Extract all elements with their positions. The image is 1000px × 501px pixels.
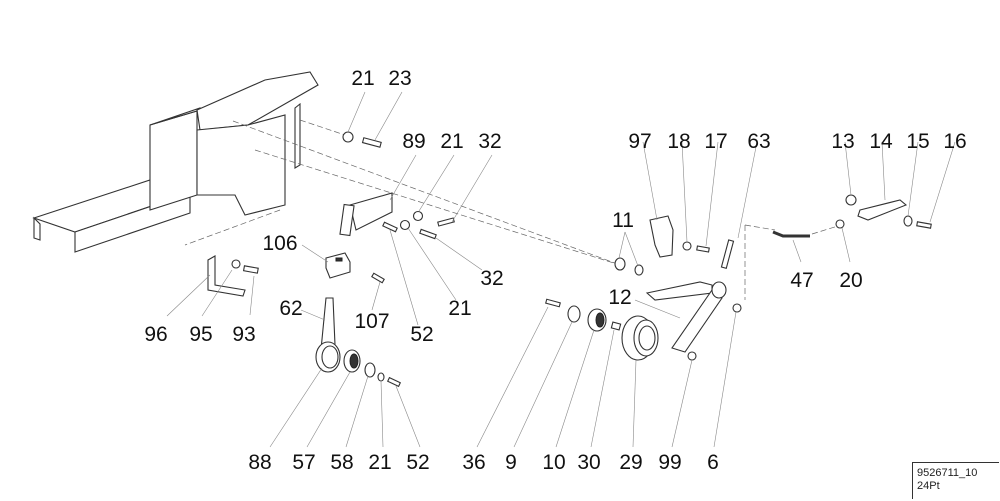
callout-c-88: 88 bbox=[248, 451, 272, 474]
pin-107 bbox=[371, 272, 385, 284]
callout-c-107: 107 bbox=[354, 310, 390, 333]
callout-c-97: 97 bbox=[628, 130, 652, 153]
bracket-89 bbox=[339, 192, 393, 237]
callout-c-30: 30 bbox=[577, 451, 601, 474]
callout-c-106: 106 bbox=[262, 232, 298, 255]
leader-lines bbox=[166, 91, 956, 448]
bolts-32 bbox=[419, 217, 455, 240]
callout-c-11: 11 bbox=[612, 209, 634, 232]
callout-c-21-a: 21 bbox=[351, 67, 375, 90]
callout-c-32-b: 32 bbox=[480, 267, 504, 290]
bolt-23 bbox=[361, 137, 382, 148]
callout-c-17: 17 bbox=[704, 130, 728, 153]
callout-c-12: 12 bbox=[608, 286, 632, 309]
callout-c-21-c: 21 bbox=[448, 297, 472, 320]
callout-c-15: 15 bbox=[906, 130, 930, 153]
callout-c-36: 36 bbox=[462, 451, 486, 474]
washer-21-top bbox=[342, 131, 354, 143]
callout-c-99: 99 bbox=[658, 451, 682, 474]
washer-96 bbox=[231, 259, 241, 269]
circlip-9 bbox=[567, 305, 581, 323]
washer-15 bbox=[903, 215, 913, 227]
rod-47 bbox=[772, 230, 810, 238]
bearing-57 bbox=[343, 349, 361, 373]
callout-c-9: 9 bbox=[505, 451, 517, 474]
bracket-14 bbox=[857, 199, 908, 221]
nut-18 bbox=[682, 241, 692, 251]
main-frame bbox=[32, 71, 621, 266]
callout-c-52-a: 52 bbox=[410, 323, 434, 346]
callout-c-95: 95 bbox=[189, 323, 213, 346]
callout-c-58: 58 bbox=[330, 451, 354, 474]
nut-20 bbox=[835, 219, 845, 229]
callout-c-52-b: 52 bbox=[406, 451, 430, 474]
callout-c-10: 10 bbox=[542, 451, 566, 474]
bolt-93 bbox=[242, 265, 259, 274]
callout-c-13: 13 bbox=[831, 130, 855, 153]
drawing-reference-sub: 24Pt bbox=[917, 480, 940, 492]
callout-c-18: 18 bbox=[667, 130, 691, 153]
arm-12 bbox=[645, 281, 727, 353]
nut-99 bbox=[687, 351, 697, 361]
drawing-reference-box: 9526711_10 24Pt bbox=[912, 462, 999, 499]
bolt-36 bbox=[545, 298, 561, 308]
bracket-95 bbox=[207, 255, 246, 297]
callout-c-23: 23 bbox=[388, 67, 412, 90]
bushings-11 bbox=[614, 257, 644, 276]
bearing-10 bbox=[587, 308, 607, 332]
callout-c-20: 20 bbox=[839, 269, 863, 292]
callout-c-62: 62 bbox=[279, 297, 303, 320]
washer-21-mid bbox=[399, 210, 424, 231]
spring-63 bbox=[720, 239, 735, 269]
block-106 bbox=[325, 252, 351, 279]
bolt-52-top bbox=[382, 221, 398, 233]
callout-c-89: 89 bbox=[402, 130, 426, 153]
drawing-reference-code: 9526711_10 bbox=[917, 467, 978, 479]
callout-c-57: 57 bbox=[292, 451, 316, 474]
callout-c-21-b: 21 bbox=[440, 130, 464, 153]
guard-97 bbox=[649, 215, 674, 258]
bolt-17 bbox=[696, 245, 710, 253]
callout-c-47: 47 bbox=[790, 269, 814, 292]
housing-88 bbox=[315, 341, 341, 373]
circlip-58 bbox=[364, 362, 376, 378]
washer-21-bottom bbox=[377, 372, 385, 382]
callout-c-21-d: 21 bbox=[368, 451, 392, 474]
callout-c-6: 6 bbox=[707, 451, 719, 474]
callout-c-14: 14 bbox=[869, 130, 893, 153]
callout-c-32-a: 32 bbox=[478, 130, 502, 153]
spacer-30 bbox=[610, 321, 622, 331]
bolt-52-bottom bbox=[386, 376, 402, 388]
callout-c-96: 96 bbox=[144, 323, 168, 346]
pulley-29 bbox=[621, 315, 659, 361]
callout-c-16: 16 bbox=[943, 130, 967, 153]
nut-13 bbox=[845, 194, 857, 206]
callout-c-93: 93 bbox=[232, 323, 256, 346]
nut-6 bbox=[732, 303, 742, 313]
callout-c-29: 29 bbox=[619, 451, 643, 474]
bolt-16 bbox=[916, 221, 932, 229]
callout-c-63: 63 bbox=[747, 130, 771, 153]
